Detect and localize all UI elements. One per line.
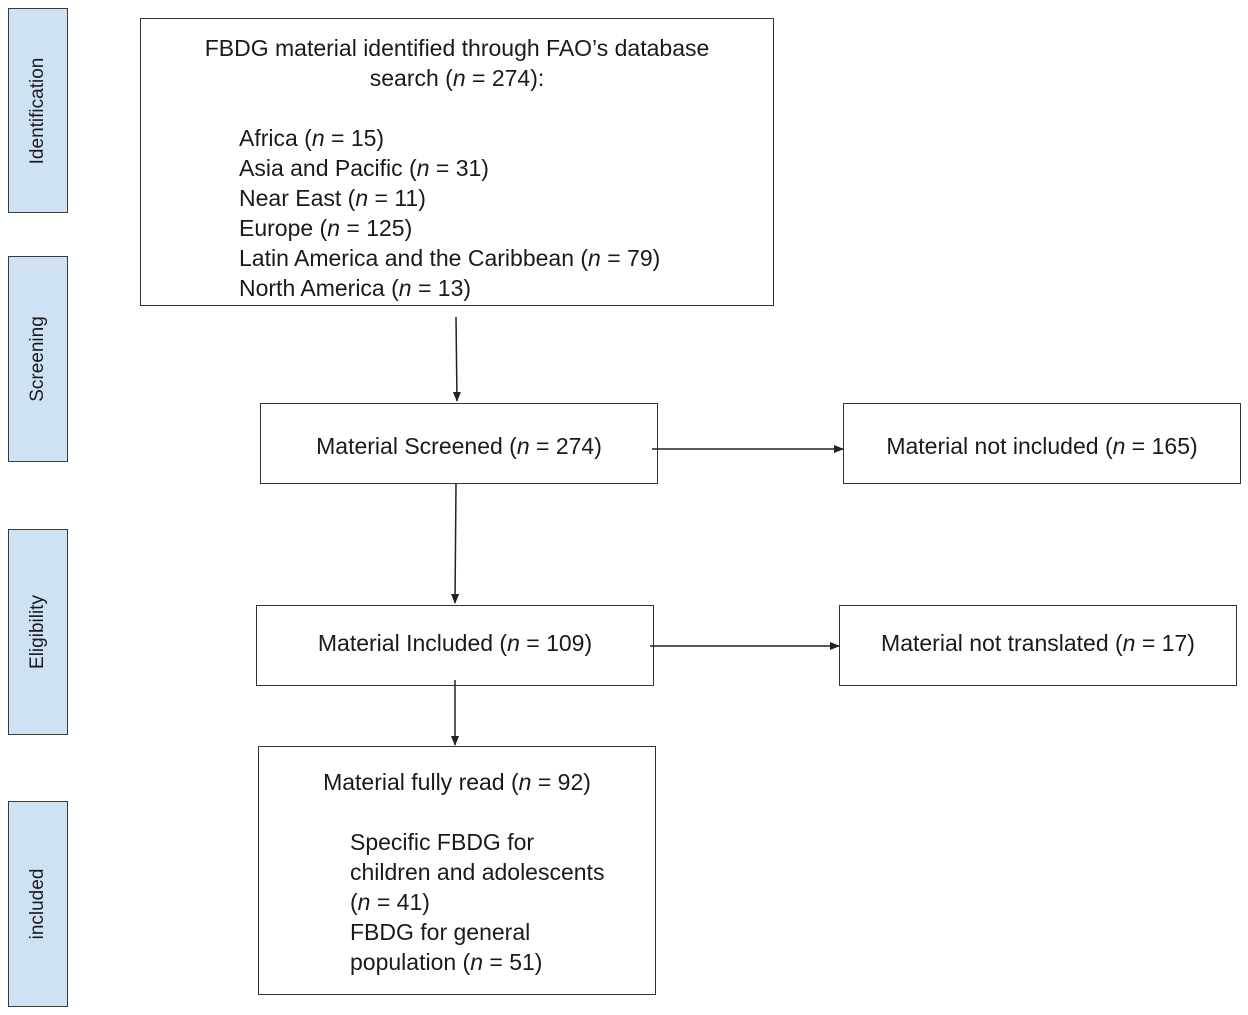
region-africa: Africa (n = 15) — [239, 125, 385, 151]
not-included-box — [843, 403, 1241, 484]
fully-read-line4: FBDG for general — [350, 919, 531, 945]
arrow-screened-to-included — [451, 483, 460, 604]
stage-screening: Screening — [8, 256, 68, 462]
fully-read-title: Material fully read (n = 92) — [323, 769, 591, 795]
not-translated-box — [839, 605, 1237, 686]
stage-identification: Identification — [8, 8, 68, 213]
not-included-label: Material not included (n = 165) — [886, 433, 1198, 459]
identified-box — [140, 18, 774, 306]
region-asia-pacific: Asia and Pacific (n = 31) — [239, 155, 489, 181]
region-north-america: North America (n = 13) — [239, 275, 472, 301]
fully-read-line3: (n = 41) — [350, 889, 430, 915]
included-label: Material Included (n = 109) — [317, 630, 593, 656]
arrow-identified-to-screened — [452, 316, 461, 402]
fully-read-line2: children and adolescents — [350, 859, 605, 885]
fully-read-box — [258, 746, 656, 995]
stage-eligibility: Eligibility — [8, 529, 68, 735]
fully-read-line1: Specific FBDG for — [350, 829, 535, 855]
fully-read-line5: population (n = 51) — [350, 949, 543, 975]
stage-included: included — [8, 801, 68, 1007]
region-near-east: Near East (n = 11) — [239, 185, 426, 211]
included-box — [256, 605, 654, 686]
identified-title-line1: FBDG material identified through FAO’s d… — [204, 35, 710, 61]
not-translated-label: Material not translated (n = 17) — [881, 630, 1195, 656]
screened-label: Material Screened (n = 274) — [316, 433, 602, 459]
screened-box — [260, 403, 658, 484]
region-latin-america: Latin America and the Caribbean (n = 79) — [239, 245, 661, 271]
region-europe: Europe (n = 125) — [239, 215, 413, 241]
identified-title-line2: search (n = 274): — [369, 65, 545, 91]
